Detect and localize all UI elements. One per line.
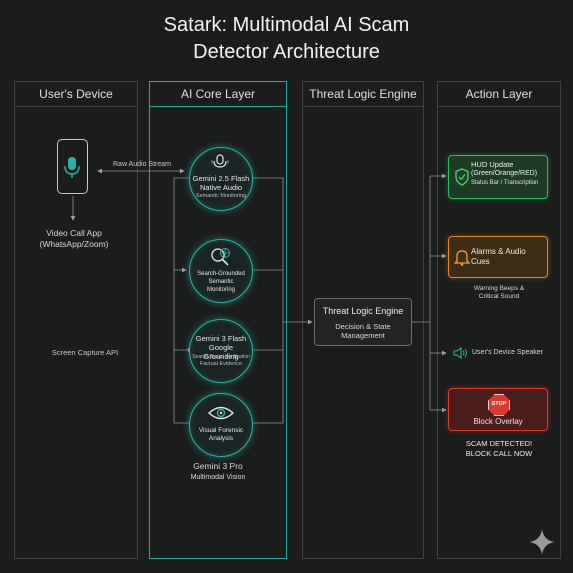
ai-footer-line1: Gemini 3 Pro xyxy=(193,461,243,471)
alarm-line2: Cues xyxy=(471,257,490,266)
globe-search-icon xyxy=(211,248,230,266)
stop-sign-text: STOP xyxy=(491,401,507,407)
speaker-label: User's Device Speaker xyxy=(472,349,543,356)
raw-audio-label: Raw Audio Stream xyxy=(113,161,171,168)
stop-sign-icon: STOP xyxy=(488,394,510,416)
bell-icon xyxy=(454,250,470,266)
scam-detected-line2: BLOCK CALL NOW xyxy=(465,449,533,458)
diagram-title-line1: Satark: Multimodal AI Scam xyxy=(163,14,410,36)
hud-line3: Status Bar / Transcription xyxy=(471,180,539,186)
node3-line1: Gemini 3 Flash xyxy=(195,334,247,343)
threat-engine-box: Threat Logic Engine Decision & State Man… xyxy=(314,298,412,346)
node1-line3: Semantic Monitoring xyxy=(195,193,247,199)
node4-line2: Analysis xyxy=(208,435,234,442)
hud-update-box: HUD Update (Green/Orange/RED) Status Bar… xyxy=(448,155,548,199)
ai-footer-line2: Multimodal Vision xyxy=(190,474,246,481)
column-header-device: User's Device xyxy=(15,82,137,107)
column-header-action: Action Layer xyxy=(438,82,560,107)
ai-node-visual-forensic: Visual Forensic Analysis xyxy=(189,393,253,457)
node2-line3: Monitoring xyxy=(206,287,235,293)
column-users-device: User's Device xyxy=(14,81,138,559)
column-ai-core: AI Core Layer xyxy=(149,81,287,559)
eye-icon xyxy=(207,406,235,420)
threat-engine-line1: Decision & State xyxy=(335,322,391,331)
node1-line1: Gemini 2.5 Flash xyxy=(192,174,250,183)
threat-engine-line2: Management xyxy=(341,331,385,340)
video-call-app-line1: Video Call App xyxy=(46,228,102,238)
node4-line1: Visual Forensic xyxy=(198,427,244,434)
microphone-icon xyxy=(211,154,229,168)
node2-line1: Search-Grounded xyxy=(197,271,245,277)
alarm-note1: Warning Beeps & xyxy=(473,285,525,292)
node2-line2: Semantic xyxy=(208,279,234,285)
speaker-icon xyxy=(453,346,467,360)
ai-node-native-audio: Gemini 2.5 Flash Native Audio Semantic M… xyxy=(189,147,253,211)
node3-line4: Factual Evidence xyxy=(199,361,243,367)
threat-engine-title: Threat Logic Engine xyxy=(322,306,404,316)
block-overlay-box: STOP Block Overlay xyxy=(448,388,548,431)
hud-line2: (Green/Orange/RED) xyxy=(471,170,538,177)
node1-line2: Native Audio xyxy=(199,183,243,192)
node3-line3: Search-Based Verification xyxy=(192,354,250,360)
microphone-icon xyxy=(64,157,80,178)
diagram-title-line2: Detector Architecture xyxy=(193,41,380,63)
alarm-note2: Critical Sound xyxy=(478,293,520,300)
column-header-ai: AI Core Layer xyxy=(150,82,286,107)
video-call-app-line2: (WhatsApp/Zoom) xyxy=(39,239,109,249)
screen-capture-label: Screen Capture API xyxy=(51,348,119,357)
phone-icon xyxy=(57,139,88,194)
ai-node-google-grounding: Gemini 3 Flash Google Grounding Search-B… xyxy=(189,319,253,383)
sparkle-icon xyxy=(529,529,555,555)
column-threat-logic: Threat Logic Engine xyxy=(302,81,424,559)
scam-detected-line1: SCAM DETECTED! xyxy=(465,439,533,448)
column-header-threat: Threat Logic Engine xyxy=(303,82,423,107)
column-action-layer: Action Layer xyxy=(437,81,561,559)
node3-line2: Google Grounding xyxy=(203,343,239,361)
block-title: Block Overlay xyxy=(473,417,523,426)
shield-check-icon xyxy=(455,168,469,186)
alarm-title: Alarms & Audio xyxy=(471,247,526,256)
hud-title: HUD Update xyxy=(471,160,514,169)
alarms-box: Alarms & Audio Cues xyxy=(448,236,548,278)
ai-node-search-grounded: Search-Grounded Semantic Monitoring xyxy=(189,239,253,303)
